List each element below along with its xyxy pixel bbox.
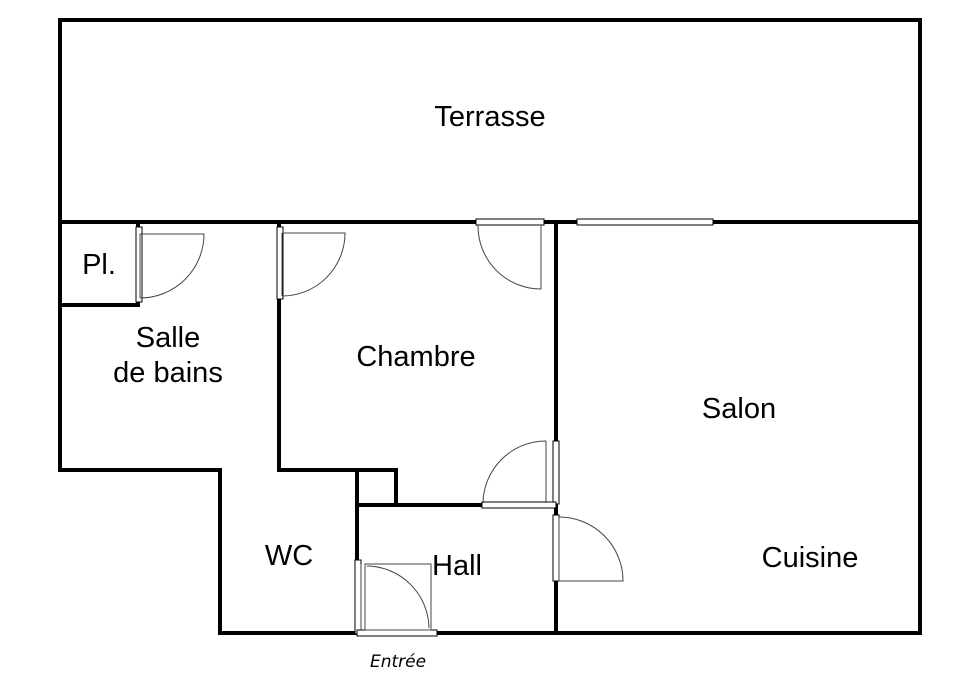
door-entrance[interactable] [354,559,438,637]
outer-wall [58,18,922,635]
salon-window [576,218,714,226]
label-salle-de-bains-line1: Salle [136,322,201,354]
label-salle-de-bains-line2: de bains [113,357,223,389]
label-hall: Hall [432,550,482,582]
door-chambre-hall[interactable] [481,440,560,509]
label-chambre: Chambre [356,341,475,373]
door-chambre-top[interactable] [475,218,545,290]
door-chambre-left[interactable] [276,226,346,300]
door-salon[interactable] [552,514,624,582]
label-entree: Entrée [370,652,426,672]
label-terrasse: Terrasse [434,101,545,133]
label-placard: Pl. [82,249,116,281]
label-salon: Salon [702,393,776,425]
chambre-bottom-wall [277,468,558,507]
label-wc: WC [265,540,313,572]
label-cuisine: Cuisine [762,542,859,574]
door-placard[interactable] [135,226,205,303]
